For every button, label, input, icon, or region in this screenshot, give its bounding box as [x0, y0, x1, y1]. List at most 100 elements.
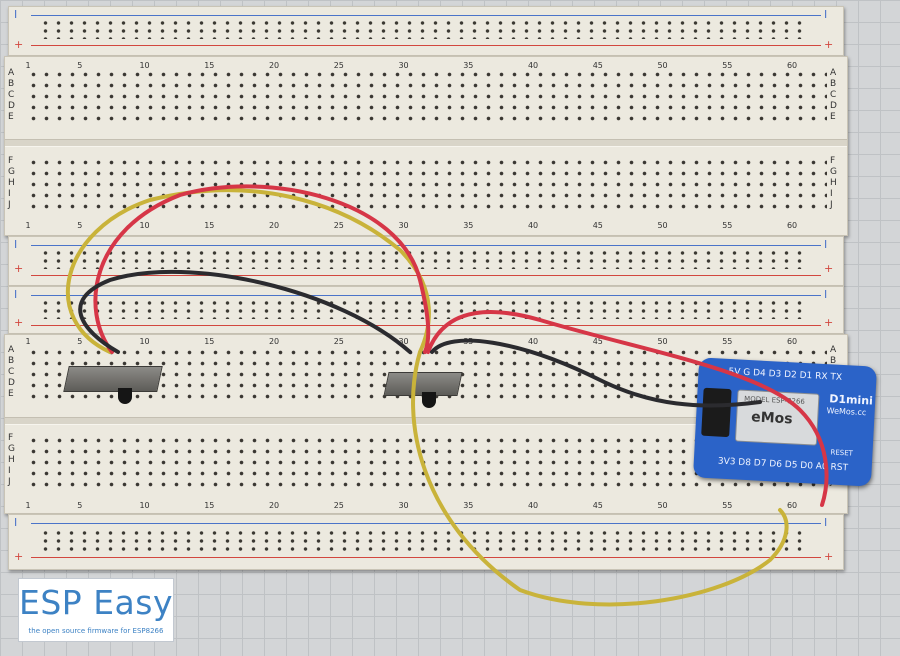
row-letter: A	[830, 68, 837, 78]
column-number: 60	[786, 337, 798, 346]
row-letter: B	[8, 79, 15, 89]
rail-plus-sign: +	[14, 316, 24, 329]
row-letter: A	[830, 345, 837, 355]
rail-minus-sign: I	[14, 8, 18, 21]
column-number: 45	[592, 501, 603, 510]
column-number: 20	[268, 337, 280, 346]
column-number: 60	[786, 501, 798, 510]
logo-title: ESP Easy	[19, 583, 173, 622]
rail-plus-sign: +	[14, 38, 24, 51]
row-letter: H	[8, 455, 15, 465]
column-number: 30	[398, 501, 409, 510]
column-number: 5	[77, 501, 83, 510]
column-number: 25	[333, 501, 344, 510]
column-number: 1	[25, 501, 31, 510]
column-number: 10	[139, 337, 150, 346]
column-number: 55	[722, 501, 733, 510]
column-number: 35	[463, 221, 474, 230]
column-number: 60	[786, 61, 798, 70]
row-letter: E	[8, 112, 14, 122]
column-number: 50	[657, 337, 668, 346]
column-number: 55	[722, 61, 733, 70]
row-letter: C	[830, 90, 837, 100]
red-jumper-wire	[93, 184, 829, 507]
row-letter: J	[8, 477, 11, 487]
column-number: 5	[77, 221, 83, 230]
column-number: 50	[657, 501, 668, 510]
column-number: 30	[398, 337, 409, 346]
row-letter: G	[8, 444, 15, 454]
column-number: 20	[268, 221, 280, 230]
column-number: 40	[527, 337, 539, 346]
row-letter: G	[830, 167, 837, 177]
row-letter: J	[830, 200, 833, 210]
column-number: 25	[333, 221, 344, 230]
rail-plus-sign: +	[824, 262, 834, 275]
row-letter: F	[830, 156, 836, 166]
column-number: 15	[204, 221, 215, 230]
rail-minus-sign: I	[824, 238, 828, 251]
rail-minus-sign: I	[14, 238, 18, 251]
column-number: 10	[139, 221, 150, 230]
column-number: 20	[268, 61, 280, 70]
row-letter: C	[8, 367, 15, 377]
column-number: 25	[333, 61, 344, 70]
column-number: 35	[463, 501, 474, 510]
column-number: 15	[204, 501, 215, 510]
rail-minus-sign: I	[14, 516, 18, 529]
row-letter: A	[8, 345, 15, 355]
row-letter: H	[8, 178, 15, 188]
column-number: 40	[527, 61, 539, 70]
rail-plus-sign: +	[824, 550, 834, 563]
rail-plus-sign: +	[14, 262, 24, 275]
top-power-rail-board: I I + +	[8, 6, 844, 56]
black-jumper-wire	[78, 269, 762, 408]
row-letter: I	[8, 466, 11, 476]
row-letter: D	[830, 101, 837, 111]
column-number: 40	[527, 221, 539, 230]
bottom-power-rail-board: I I + +	[8, 514, 844, 570]
row-letter: C	[8, 90, 15, 100]
column-number: 1	[25, 337, 31, 346]
column-number: 1	[25, 61, 31, 70]
column-number: 20	[268, 501, 280, 510]
row-letter: H	[830, 178, 837, 188]
rail-minus-sign: I	[824, 288, 828, 301]
row-letter: E	[8, 389, 14, 399]
row-letter: I	[8, 189, 11, 199]
column-number: 30	[398, 61, 409, 70]
column-number: 25	[333, 337, 344, 346]
rail-minus-sign: I	[824, 516, 828, 529]
row-letter: F	[8, 156, 14, 166]
column-number: 50	[657, 61, 668, 70]
column-number: 10	[139, 501, 150, 510]
column-number: 30	[398, 221, 409, 230]
row-letter: E	[830, 112, 836, 122]
logo-tagline: the open source firmware for ESP8266	[28, 627, 164, 635]
row-letter: B	[830, 79, 837, 89]
row-letter: J	[8, 200, 11, 210]
row-letter: F	[8, 433, 14, 443]
row-letter: G	[8, 167, 15, 177]
column-number: 15	[204, 337, 215, 346]
column-number: 55	[722, 337, 733, 346]
row-letter: B	[830, 356, 837, 366]
middle-power-rail-board: I I + +	[8, 236, 844, 286]
rail-minus-sign: I	[824, 8, 828, 21]
column-number: 1	[25, 221, 31, 230]
column-number: 10	[139, 61, 150, 70]
row-letter: D	[8, 101, 15, 111]
rail-minus-sign: I	[14, 288, 18, 301]
column-number: 5	[77, 337, 83, 346]
yellow-jumper-wire	[65, 188, 789, 607]
column-number: 45	[592, 221, 603, 230]
row-letter: A	[8, 68, 15, 78]
column-number: 35	[463, 61, 474, 70]
esp-easy-logo: ESP Easy the open source firmware for ES…	[18, 578, 174, 642]
rail-plus-sign: +	[824, 38, 834, 51]
column-number: 45	[592, 337, 603, 346]
column-number: 40	[527, 501, 539, 510]
column-number: 45	[592, 61, 603, 70]
column-number: 50	[657, 221, 668, 230]
